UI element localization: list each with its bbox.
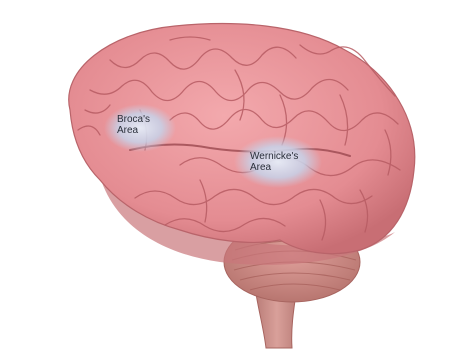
broca-area-label: Broca's Area [117, 114, 150, 136]
wernicke-area-label: Wernicke's Area [250, 151, 298, 173]
